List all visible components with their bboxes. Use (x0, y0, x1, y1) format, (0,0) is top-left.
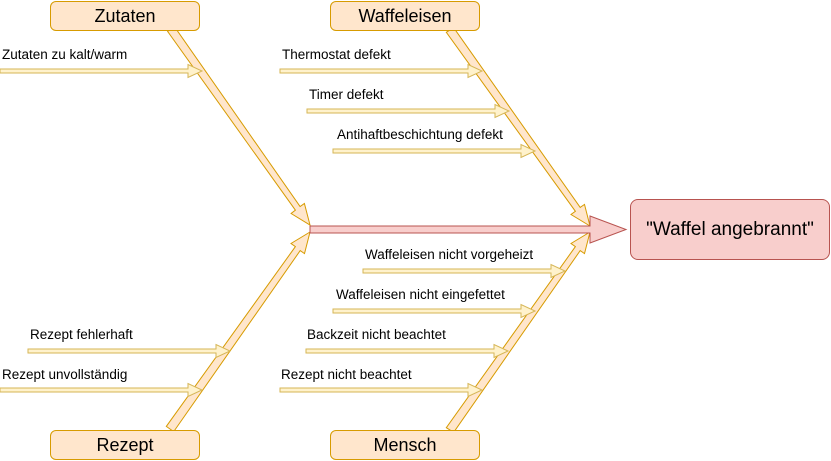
category-recipe-label: Rezept (96, 434, 154, 455)
cause-coating: Antihaftbeschichtung defekt (337, 127, 503, 142)
cause-baking-time: Backzeit nicht beachtet (307, 327, 446, 342)
cause-timer: Timer defekt (309, 87, 384, 102)
category-person: Mensch (330, 430, 480, 460)
cause-not-preheated: Waffeleisen nicht vorgeheizt (365, 247, 534, 262)
cause-recipe-incomplete: Rezept unvollständig (2, 367, 128, 382)
cause-thermostat: Thermostat defekt (282, 47, 391, 62)
cause-arrow-coating (332, 143, 537, 159)
effect-box: "Waffel angebrannt" (630, 199, 830, 260)
spine-arrow (309, 215, 628, 244)
category-person-label: Mensch (373, 434, 437, 455)
category-recipe: Rezept (50, 430, 200, 460)
cause-arrow-recipe-ignored (279, 382, 484, 398)
bone-arrow-person (445, 230, 591, 433)
cause-recipe-wrong: Rezept fehlerhaft (30, 327, 133, 342)
bone-arrow-recipe (165, 230, 311, 433)
category-waffle-iron-label: Waffeleisen (358, 5, 452, 26)
bone-arrow-ingredients (166, 25, 311, 227)
cause-not-greased: Waffeleisen nicht eingefettet (336, 287, 505, 302)
cause-arrow-not-preheated (362, 263, 567, 279)
cause-recipe-ignored: Rezept nicht beachtet (281, 367, 412, 382)
category-waffle-iron: Waffeleisen (330, 1, 480, 31)
cause-arrow-recipe-incomplete (0, 382, 204, 398)
effect-label: "Waffel angebrannt" (646, 218, 814, 240)
cause-arrow-not-greased (332, 303, 537, 319)
category-ingredients-label: Zutaten (94, 5, 156, 26)
category-ingredients: Zutaten (50, 1, 200, 31)
cause-arrow-timer (306, 103, 511, 119)
cause-arrow-baking-time (305, 343, 510, 359)
cause-arrow-recipe-wrong (27, 343, 232, 359)
cause-arrow-ingredients-temp (0, 63, 204, 79)
cause-ingredients-temp: Zutaten zu kalt/warm (2, 47, 128, 62)
cause-arrow-thermostat (279, 63, 484, 79)
bone-arrow-waffle-iron (445, 27, 591, 228)
